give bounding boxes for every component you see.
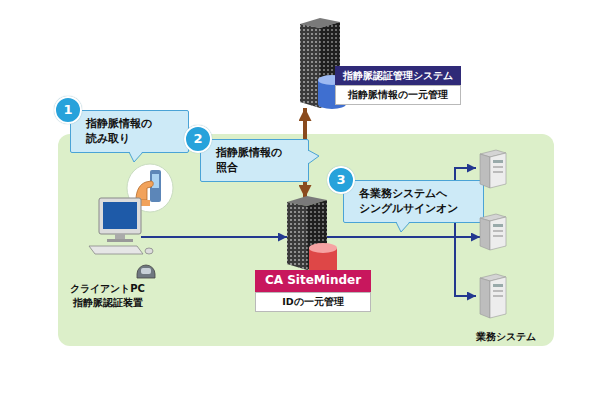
caption-wrap: クライアントPC 指静脈認証装置 (55, 282, 160, 310)
server-node: CA SiteMinderIDの一元管理 (255, 190, 373, 312)
system-role: IDの一元管理 (255, 292, 371, 312)
connector (327, 236, 480, 238)
callout-bubble: 3各業務システムへ シングルサインオン (343, 180, 484, 223)
callout-number: 3 (327, 166, 355, 194)
system-name: 指静脈認証管理システム (335, 66, 461, 85)
callout-tail (307, 150, 319, 164)
callout-text: 各業務システムへ シングルサインオン (359, 186, 473, 217)
callout-text: 指静脈情報の 読み取り (86, 116, 178, 147)
green-region (58, 134, 554, 346)
callout-bubble: 2指静脈情報の 照合 (200, 139, 309, 182)
client-pc: クライアントPC 指静脈認証装置 (55, 190, 160, 314)
pc-icon (55, 190, 160, 282)
callout-text: 指静脈情報の 照合 (216, 145, 298, 176)
server-icon (478, 148, 508, 190)
callout-tail (396, 221, 410, 232)
node-label: 業務システム (476, 330, 536, 344)
node-label: クライアントPC 指静脈認証装置 (62, 282, 154, 309)
connector (141, 236, 287, 238)
callout-bubble: 1指静脈情報の 読み取り (70, 110, 189, 153)
business-systems: 業務システム (470, 145, 542, 343)
server-icon (285, 194, 339, 278)
server-node: 指静脈認証管理システム指静脈情報の一元管理 (298, 16, 463, 112)
caption-wrap: 業務システム (464, 325, 548, 344)
label-box: CA SiteMinderIDの一元管理 (255, 270, 371, 312)
callout-number: 1 (54, 96, 82, 124)
system-role: 指静脈情報の一元管理 (335, 85, 461, 105)
system-name: CA SiteMinder (255, 270, 371, 292)
server-icon (478, 212, 508, 252)
callout-number: 2 (184, 125, 212, 153)
callout-tail (129, 151, 143, 162)
label-box: 指静脈認証管理システム指静脈情報の一元管理 (335, 66, 461, 105)
server-icon (478, 272, 508, 320)
